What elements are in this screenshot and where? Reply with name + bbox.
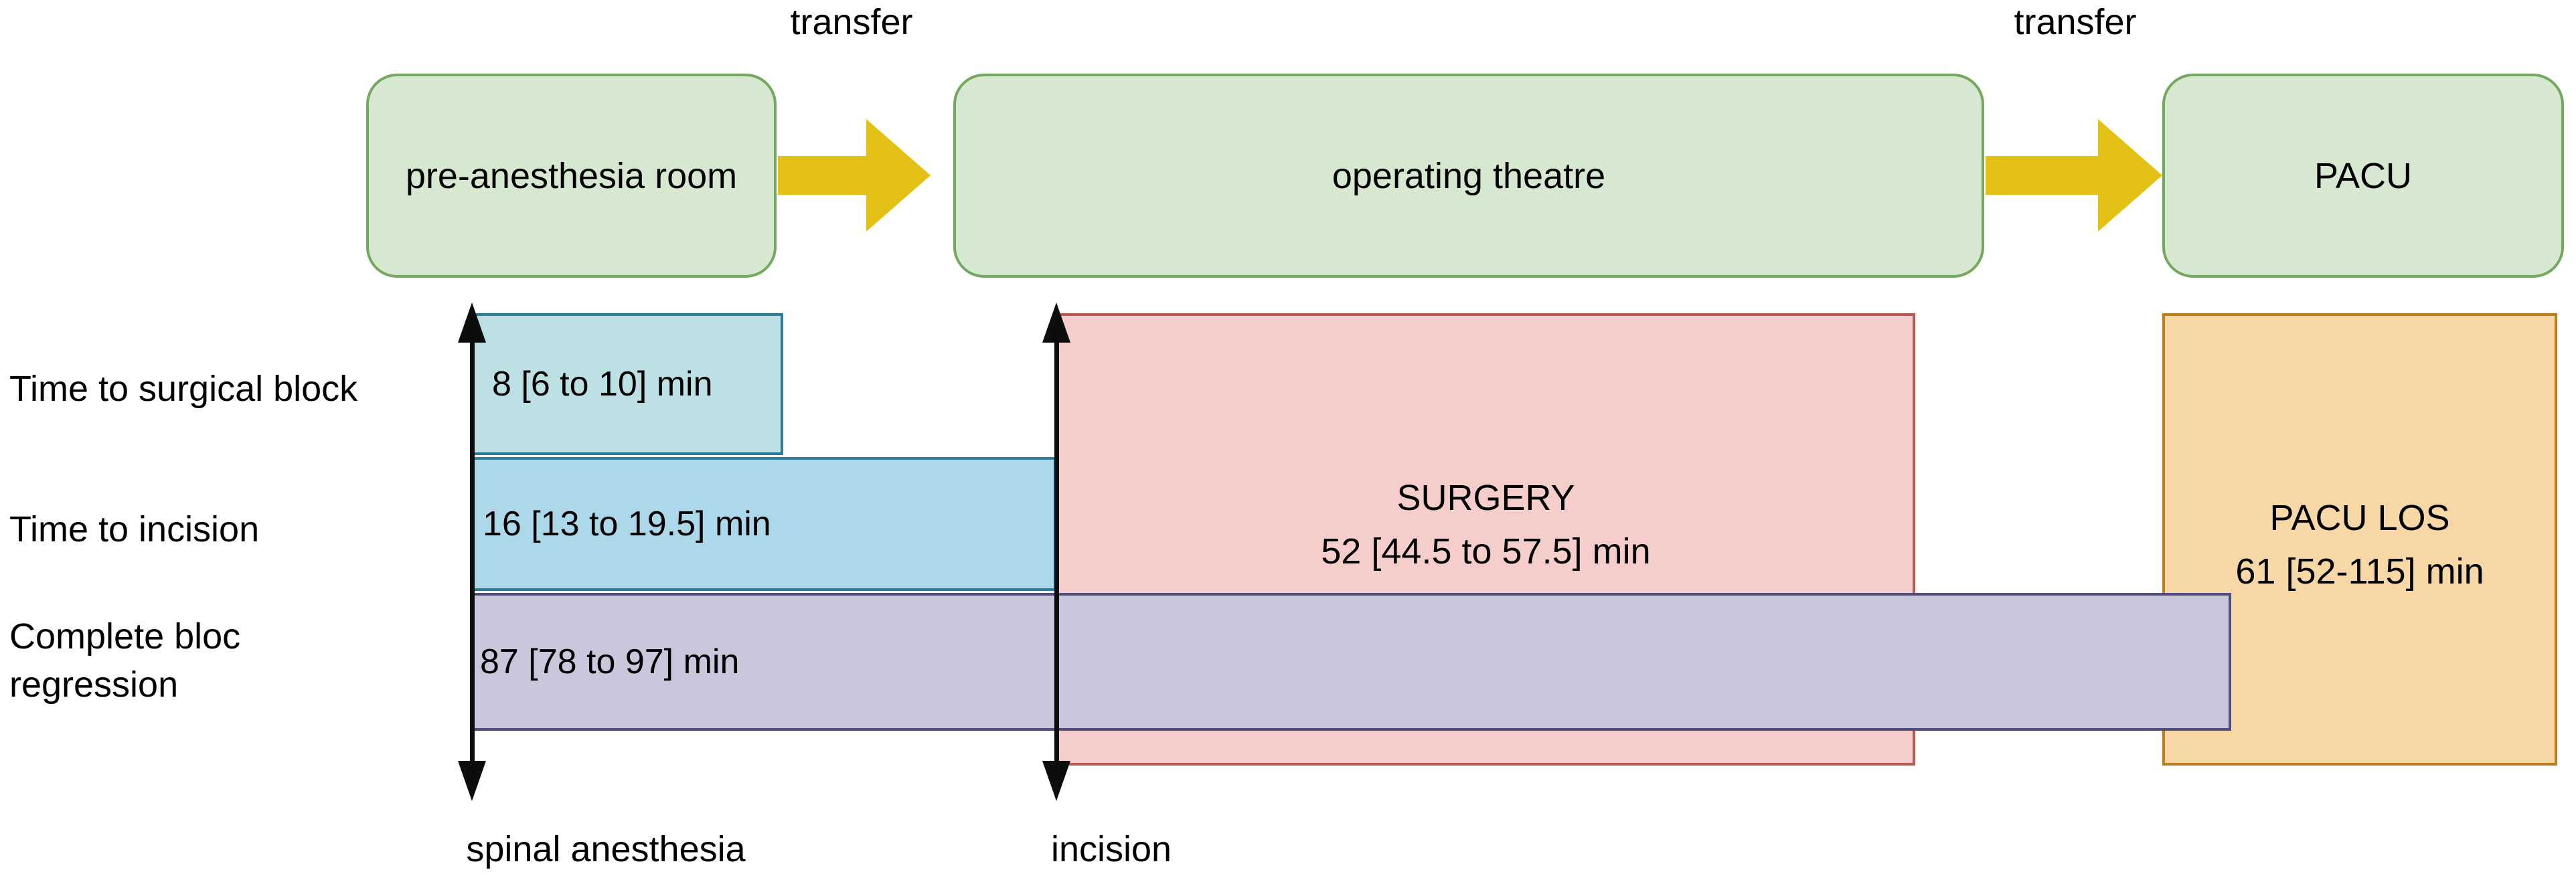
transfer-label-1: transfer (790, 2, 913, 42)
transfer-arrow-head (866, 119, 931, 232)
row-label-time-to-surgical-block: Time to surgical block (9, 369, 358, 409)
bar-complete-bloc-regression-value: 87 [78 to 97] min (480, 642, 740, 681)
spinal-anesthesia-event-arrow-icon (457, 302, 487, 801)
stage-pacu-label: PACU (2314, 155, 2413, 196)
transfer-label-2: transfer (2014, 2, 2137, 42)
stage-operating-theatre-label: operating theatre (1332, 155, 1606, 196)
arrow-line (469, 324, 475, 780)
transfer-arrow-icon-2 (1986, 119, 2162, 232)
transfer-arrow-shaft (1986, 156, 2101, 195)
arrow-head-down (458, 761, 486, 801)
stage-pre-anesthesia-room: pre-anesthesia room (366, 74, 777, 278)
row-label-time-to-incision: Time to incision (9, 509, 260, 549)
transfer-arrow-icon-1 (778, 119, 931, 232)
transfer-arrow-shaft (778, 156, 869, 195)
bar-time-to-incision: 16 [13 to 19.5] min (472, 457, 1056, 591)
bar-time-to-surgical-block-value: 8 [6 to 10] min (492, 365, 713, 404)
event-label-incision: incision (1050, 829, 1172, 869)
surgery-box-title: SURGERY (1396, 478, 1575, 518)
stage-operating-theatre: operating theatre (953, 74, 1984, 278)
bar-time-to-incision-value: 16 [13 to 19.5] min (483, 505, 771, 543)
row-label-complete-bloc-regression: Complete bloc regression (9, 616, 241, 705)
arrow-head-down (1042, 761, 1070, 801)
pacu-los-box-value: 61 [52-115] min (2235, 551, 2484, 592)
surgery-box-value: 52 [44.5 to 57.5] min (1321, 531, 1651, 571)
arrow-line (1054, 324, 1059, 780)
stage-pre-anesthesia-room-label: pre-anesthesia room (405, 155, 738, 196)
transfer-arrow-head (2098, 119, 2162, 232)
incision-event-arrow-icon (1042, 302, 1071, 801)
bar-complete-bloc-regression: 87 [78 to 97] min (472, 593, 2231, 731)
bar-time-to-surgical-block: 8 [6 to 10] min (472, 313, 783, 455)
pacu-los-box-title: PACU LOS (2269, 498, 2450, 538)
stage-pacu: PACU (2162, 74, 2564, 278)
event-label-spinal-anesthesia: spinal anesthesia (466, 829, 746, 869)
